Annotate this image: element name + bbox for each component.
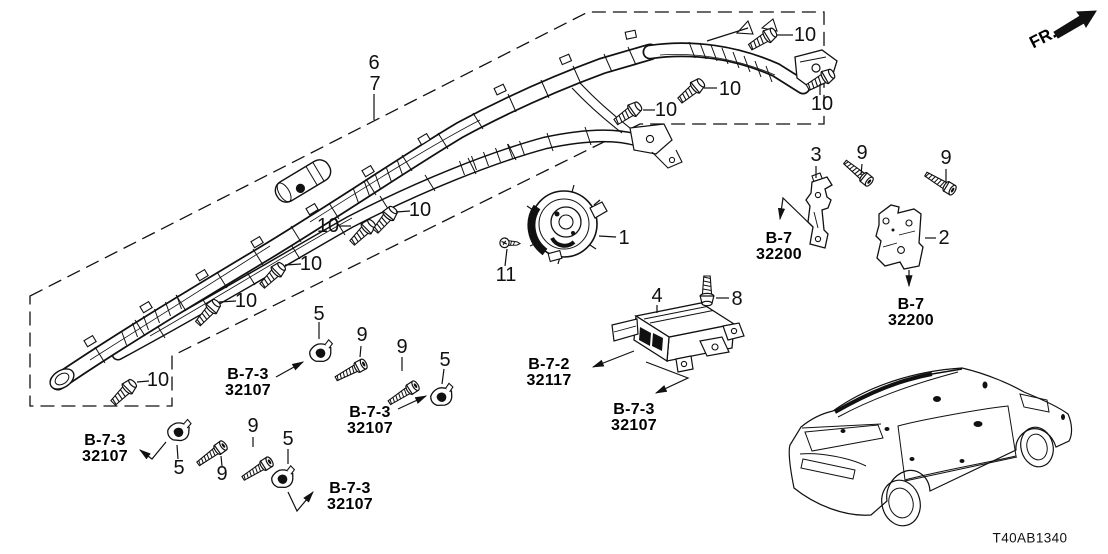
callout-5-clip: 5 (439, 349, 451, 371)
bolt-8 (699, 275, 715, 307)
callout-5-clip: 5 (173, 457, 185, 479)
callout-10-bolt: 10 (146, 369, 170, 391)
callout-6-curtain-airbag: 6 (368, 52, 380, 74)
ref-part-number: 32107 (82, 448, 128, 465)
ref-part-number: 32107 (225, 382, 271, 399)
ref-label-b7-32200: B-7 32200 (888, 297, 934, 329)
callout-10-bolt: 10 (793, 24, 817, 46)
ref-group: B-7 (897, 296, 925, 313)
callout-9-screw: 9 (356, 324, 368, 346)
ref-label-b73-32107: B-7-3 32107 (225, 367, 271, 399)
callout-9-screw: 9 (856, 142, 868, 164)
ref-part-number: 32107 (327, 496, 373, 513)
inflator-cylinder (274, 159, 332, 203)
clock-spring-drawing (526, 184, 608, 265)
ref-group: B-7-3 (349, 404, 391, 421)
ref-label-b73-32107: B-7-3 32107 (347, 405, 393, 437)
ref-label-b73-32107: B-7-3 32107 (611, 402, 657, 434)
callout-9-screw: 9 (247, 415, 259, 437)
car-silhouette (788, 367, 1073, 527)
callout-5-clip: 5 (313, 303, 325, 325)
curtain-airbag-assembly (49, 18, 838, 391)
callout-8-bolt: 8 (731, 288, 743, 310)
callout-7-curtain-airbag: 7 (369, 73, 381, 95)
ref-part-number: 32117 (526, 372, 572, 389)
ref-label-b7-32200: B-7 32200 (756, 231, 802, 263)
dashed-boundary (29, 11, 825, 407)
callout-3-bracket: 3 (810, 144, 822, 166)
callout-5-clip: 5 (282, 428, 294, 450)
ref-part-number: 32107 (347, 420, 393, 437)
ref-group: B-7-3 (329, 480, 371, 497)
ref-group: B-7 (765, 230, 793, 247)
sensor-location-dots (840, 381, 1065, 463)
bracket-2-drawing (875, 204, 924, 270)
callout-10-bolt: 10 (234, 290, 258, 312)
clip-5-group (164, 338, 460, 492)
fr-direction-arrow (1053, 10, 1097, 39)
ref-label-b72-32117: B-7-2 32117 (526, 357, 571, 389)
ref-label-b73-32107: B-7-3 32107 (82, 433, 128, 465)
callout-10-bolt: 10 (718, 78, 742, 100)
ref-part-number: 32200 (756, 246, 802, 263)
callout-10-bolt: 10 (299, 253, 323, 275)
callout-9-screw: 9 (940, 147, 952, 169)
callout-4-srs-unit: 4 (651, 285, 663, 307)
ref-group: B-7-3 (613, 401, 655, 418)
ref-label-b73-32107: B-7-3 32107 (327, 481, 373, 513)
srs-unit-drawing (611, 302, 745, 373)
curtain-airbag-roof-stripe (834, 372, 933, 414)
bracket-3-drawing (805, 172, 833, 249)
screw-11 (499, 237, 522, 249)
callout-10-bolt: 10 (316, 215, 340, 237)
callout-1-clock-spring: 1 (618, 227, 630, 249)
ref-group: B-7-3 (84, 432, 126, 449)
callout-9-screw: 9 (216, 463, 228, 485)
reference-arrows (139, 196, 913, 513)
diagram-code: T40AB1340 (992, 530, 1068, 546)
callout-9-screw: 9 (396, 336, 408, 358)
ref-group: B-7-2 (528, 356, 570, 373)
callout-11-screw: 11 (495, 264, 517, 286)
callout-10-bolt: 10 (654, 99, 678, 121)
leader-lines (136, 27, 947, 467)
callout-10-bolt: 10 (810, 93, 834, 115)
callout-2-bracket: 2 (938, 227, 950, 249)
ref-group: B-7-3 (227, 366, 269, 383)
callout-10-bolt: 10 (408, 199, 432, 221)
ref-part-number: 32107 (611, 417, 657, 434)
ref-part-number: 32200 (888, 312, 934, 329)
